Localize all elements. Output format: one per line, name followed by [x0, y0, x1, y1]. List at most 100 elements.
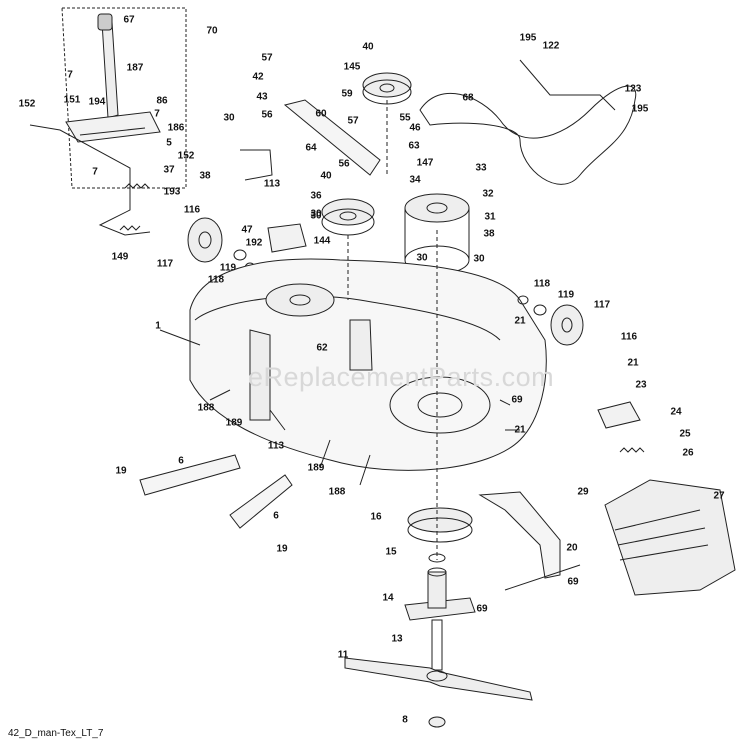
part-label: 152 [18, 98, 36, 110]
part-label: 31 [484, 211, 496, 223]
part-label: 118 [207, 274, 225, 286]
part-label: 7 [154, 108, 160, 120]
part-label: 116 [620, 331, 638, 343]
part-label: 63 [408, 140, 420, 152]
part-label: 13 [391, 633, 403, 645]
part-label: 70 [206, 25, 218, 37]
part-label: 1 [155, 320, 161, 332]
part-label: 144 [313, 235, 331, 247]
part-label: 188 [197, 402, 215, 414]
lever-group-frame [61, 7, 187, 189]
part-label: 56 [261, 109, 273, 121]
part-label: 25 [679, 428, 691, 440]
part-label: 119 [557, 289, 575, 301]
part-label: 69 [476, 603, 488, 615]
part-label: 64 [305, 142, 317, 154]
part-label: 38 [483, 228, 495, 240]
part-label: 113 [263, 178, 281, 190]
part-label: 195 [631, 103, 649, 115]
part-label: 152 [177, 150, 195, 162]
part-label: 11 [337, 649, 349, 661]
part-label: 59 [341, 88, 353, 100]
part-label: 40 [362, 41, 374, 53]
part-label: 118 [533, 278, 551, 290]
part-label: 42 [252, 71, 264, 83]
part-label: 57 [261, 52, 273, 64]
mower-blade [344, 657, 533, 701]
part-label: 6 [178, 455, 184, 467]
part-label: 27 [713, 490, 725, 502]
part-label: 26 [682, 447, 694, 459]
part-label: 7 [92, 166, 98, 178]
part-label: 19 [276, 543, 288, 555]
part-label: 188 [328, 486, 346, 498]
part-label: 8 [402, 714, 408, 726]
part-label: 5 [166, 137, 172, 149]
part-label: 24 [670, 406, 682, 418]
part-label: 36 [310, 190, 322, 202]
part-label: 151 [63, 94, 81, 106]
part-label: 122 [542, 40, 560, 52]
part-label: 86 [156, 95, 168, 107]
discharge-chute [604, 479, 736, 596]
part-label: 37 [163, 164, 175, 176]
part-label: 19 [115, 465, 127, 477]
part-label: 6 [273, 510, 279, 522]
part-label: 189 [225, 417, 243, 429]
part-label: 145 [343, 61, 361, 73]
part-label: 117 [156, 258, 174, 270]
part-label: 16 [370, 511, 382, 523]
part-label: 192 [245, 237, 263, 249]
part-label: 40 [320, 170, 332, 182]
part-label: 57 [347, 115, 359, 127]
part-label: 194 [88, 96, 106, 108]
part-label: 7 [67, 69, 73, 81]
part-label: 29 [577, 486, 589, 498]
drive-belt [419, 85, 637, 185]
part-label: 30 [310, 208, 322, 220]
part-label: 60 [315, 108, 327, 120]
part-label: 38 [199, 170, 211, 182]
part-label: 20 [566, 542, 578, 554]
part-label: 149 [111, 251, 129, 263]
part-label: 189 [307, 462, 325, 474]
part-label: 56 [338, 158, 350, 170]
part-label: 186 [167, 122, 185, 134]
part-label: 62 [316, 342, 328, 354]
watermark: eReplacementParts.com [248, 362, 555, 392]
part-label: 123 [624, 83, 642, 95]
part-label: 21 [514, 315, 526, 327]
part-label: 46 [409, 122, 421, 134]
part-label: 113 [267, 440, 285, 452]
part-label: 23 [635, 379, 647, 391]
part-label: 116 [183, 204, 201, 216]
part-label: 67 [123, 14, 135, 26]
part-label: 30 [473, 253, 485, 265]
part-label: 47 [241, 224, 253, 236]
part-label: 55 [399, 112, 411, 124]
lift-rod [29, 124, 151, 236]
part-label: 30 [223, 112, 235, 124]
part-label: 195 [519, 32, 537, 44]
part-label: 147 [416, 157, 434, 169]
part-label: 43 [256, 91, 268, 103]
diagram-code: 42_D_man-Tex_LT_7 [8, 728, 104, 739]
part-label: 119 [219, 262, 237, 274]
part-label: 21 [627, 357, 639, 369]
part-label: 69 [567, 576, 579, 588]
part-label: 30 [310, 210, 322, 222]
part-label: 30 [416, 252, 428, 264]
part-label: 68 [462, 92, 474, 104]
part-label: 117 [593, 299, 611, 311]
part-label: 187 [126, 62, 144, 74]
part-label: 14 [382, 592, 394, 604]
part-label: 21 [514, 424, 526, 436]
part-label: 15 [385, 546, 397, 558]
part-label: 34 [409, 174, 421, 186]
part-label: 193 [163, 186, 181, 198]
part-label: 33 [475, 162, 487, 174]
lever-bracket [65, 111, 161, 143]
part-label: 69 [511, 394, 523, 406]
